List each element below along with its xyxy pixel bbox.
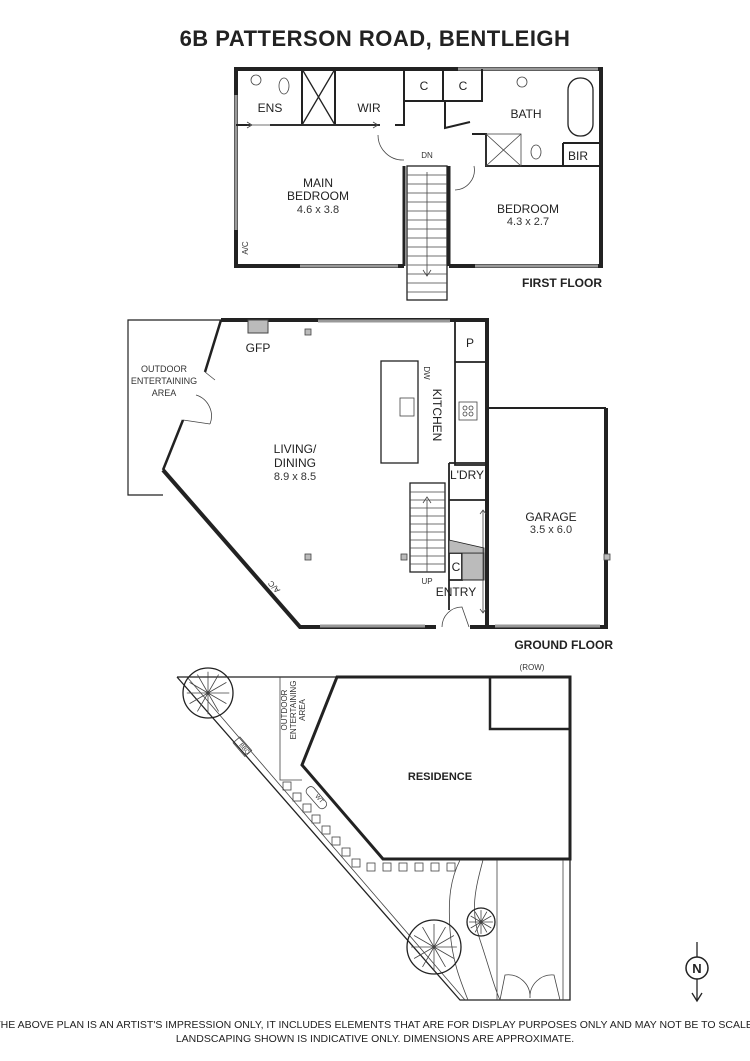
ground-floor-outer-wall xyxy=(161,318,608,629)
stepping-stone xyxy=(331,836,341,846)
stepping-stone xyxy=(321,825,331,835)
room-dimensions: 4.3 x 2.7 xyxy=(507,216,549,228)
water-tank-label: WT xyxy=(313,794,324,805)
room-label-main-bedroom: BEDROOM xyxy=(287,189,349,203)
disclaimer-line-2: LANDSCAPING SHOWN IS INDICATIVE ONLY. DI… xyxy=(176,1033,574,1045)
room-label-bir: BIR xyxy=(568,149,588,163)
room-dimensions: 4.6 x 3.8 xyxy=(297,204,339,216)
ac-label: A/C xyxy=(241,241,250,255)
room-label-living: LIVING/ xyxy=(274,442,317,456)
column-icon xyxy=(304,553,312,561)
room-label-c: C xyxy=(420,79,429,93)
bathtub-icon xyxy=(567,77,594,137)
room-label-ens: ENS xyxy=(258,101,283,115)
sink-icon xyxy=(399,397,415,417)
bbq-icon xyxy=(232,736,253,757)
down-label: DN xyxy=(421,151,433,160)
room-label-main-bedroom: MAIN xyxy=(303,176,333,190)
stepping-stone xyxy=(302,803,312,813)
stepping-stones xyxy=(282,781,456,872)
site-plan: (ROW) RESIDENCE OUTDOOR ENTERTAINING ARE… xyxy=(176,663,572,1001)
outdoor-area-label: ENTERTAINING xyxy=(289,681,298,740)
ground-floor-plan: GFP P OUTDOOR ENTERTAINING AREA DW KITCH… xyxy=(127,318,613,652)
room-label-outdoor: OUTDOOR xyxy=(141,364,187,374)
room-label-entry: ENTRY xyxy=(436,585,476,599)
room-label-bedroom: BEDROOM xyxy=(497,202,559,216)
room-label-wir: WIR xyxy=(357,101,381,115)
room-label-kitchen: KITCHEN xyxy=(430,389,444,442)
tree-icon xyxy=(182,667,234,719)
room-label-pantry: P xyxy=(466,336,474,350)
basin-icon xyxy=(516,76,528,88)
water-tank-icon xyxy=(305,786,328,810)
disclaimer-line-1: THE ABOVE PLAN IS AN ARTIST'S IMPRESSION… xyxy=(0,1019,750,1031)
cooktop-icon xyxy=(458,401,478,421)
stepping-stone xyxy=(430,862,440,872)
toilet-icon xyxy=(530,144,542,160)
outdoor-area-label: OUTDOOR xyxy=(280,689,289,730)
room-label-garage: GARAGE xyxy=(525,510,576,524)
column-icon xyxy=(400,553,408,561)
stepping-stone xyxy=(292,792,302,802)
residence-label: RESIDENCE xyxy=(408,771,472,783)
tree-icon xyxy=(406,919,462,975)
stepping-stone xyxy=(446,862,456,872)
room-label-bath: BATH xyxy=(510,107,541,121)
dishwasher-label: DW xyxy=(422,366,431,380)
north-label: N xyxy=(692,961,701,976)
basin-icon xyxy=(250,74,262,86)
room-label-c: C xyxy=(459,79,468,93)
room-label-c: C xyxy=(452,560,461,574)
room-label-dining: DINING xyxy=(274,456,316,470)
staircase-ground-floor xyxy=(409,482,446,573)
stepping-stone xyxy=(351,858,361,868)
room-label-outdoor: AREA xyxy=(152,388,177,398)
stepping-stone xyxy=(282,781,292,791)
column-icon xyxy=(603,553,611,561)
column-icon xyxy=(304,328,312,336)
toilet-icon xyxy=(278,77,290,95)
plan-title: 6B PATTERSON ROAD, BENTLEIGH xyxy=(180,26,571,51)
first-floor-outer-wall xyxy=(234,67,603,268)
tree-icon xyxy=(466,907,496,937)
outdoor-area-label: AREA xyxy=(298,698,307,720)
room-dimensions: 3.5 x 6.0 xyxy=(530,524,572,536)
residence-outline xyxy=(300,675,572,861)
room-label-gfp: GFP xyxy=(246,341,271,355)
north-arrow-icon: N xyxy=(685,942,709,1003)
kitchen-island xyxy=(380,360,419,464)
floor-label-ground: GROUND FLOOR xyxy=(514,638,613,652)
stepping-stone xyxy=(398,862,408,872)
room-label-outdoor: ENTERTAINING xyxy=(131,376,197,386)
stepping-stone xyxy=(311,814,321,824)
stepping-stone xyxy=(414,862,424,872)
hatched-area xyxy=(461,552,485,581)
stepping-stone xyxy=(341,847,351,857)
gas-fireplace-icon xyxy=(247,319,269,334)
floor-label-first: FIRST FLOOR xyxy=(522,276,602,290)
staircase-first-floor xyxy=(406,165,448,301)
room-label-laundry: L'DRY xyxy=(450,468,484,482)
stepping-stone xyxy=(366,862,376,872)
up-label: UP xyxy=(421,577,432,586)
room-dimensions: 8.9 x 8.5 xyxy=(274,471,316,483)
stepping-stone xyxy=(382,862,392,872)
row-label: (ROW) xyxy=(520,663,545,672)
first-floor-plan: ENS WIR C C BATH BIR MAIN BEDROOM 4.6 x … xyxy=(234,67,603,301)
site-boundary xyxy=(176,676,571,1001)
